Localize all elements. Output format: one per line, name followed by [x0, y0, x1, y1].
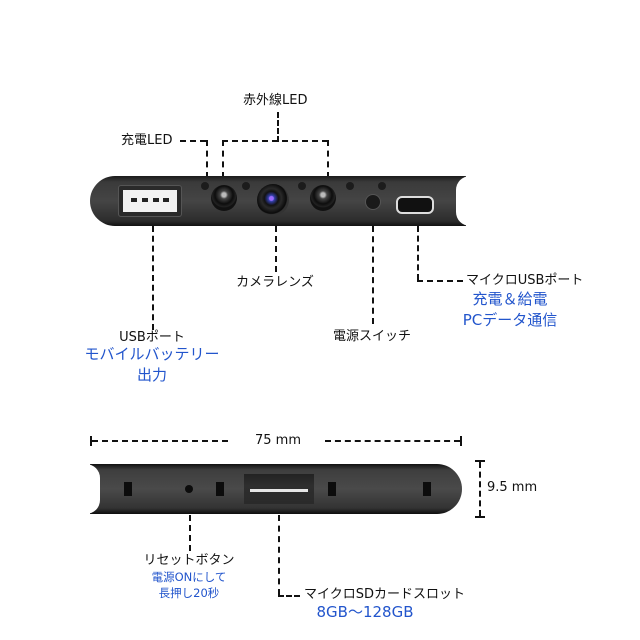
charge-led: [201, 182, 209, 190]
reset-desc-1: 電源ONにして: [151, 570, 227, 584]
usb-port-desc-1: モバイルバッテリー: [84, 345, 220, 363]
usb-a-port: [118, 185, 182, 217]
camera-lens-leader: [275, 226, 277, 272]
reset-button-hole: [185, 485, 193, 493]
infrared-led-leader-left: [222, 140, 224, 178]
height-dim-line: [479, 462, 481, 516]
width-dim-line-left: [92, 440, 228, 442]
sd-capacity: 8GB～128GB: [316, 603, 414, 621]
sd-leader-h: [278, 595, 300, 597]
charge-led-leader-v: [206, 140, 208, 178]
micro-usb-port: [396, 196, 434, 214]
power-switch-label: 電源スイッチ: [332, 329, 411, 344]
width-dim-line-right: [325, 440, 460, 442]
micro-usb-desc-2: PCデータ通信: [462, 311, 558, 329]
infrared-led-leader-right: [327, 140, 329, 178]
infrared-led-label: 赤外線LED: [243, 93, 308, 108]
infrared-led-leader-h: [222, 140, 328, 142]
vent-slot: [216, 482, 224, 496]
charge-led-label: 充電LED: [121, 133, 173, 148]
reset-desc-2: 長押し20秒: [158, 586, 220, 600]
camera-lens-label: カメラレンズ: [236, 275, 314, 290]
width-dimension-label: 75 mm: [254, 433, 301, 448]
indicator-dot: [346, 182, 354, 190]
width-dim-tick-left: [90, 436, 92, 446]
sd-leader-v: [278, 515, 280, 595]
micro-sd-slot: [244, 474, 314, 504]
height-dimension-label: 9.5 mm: [487, 480, 538, 495]
vent-slot: [124, 482, 132, 496]
vent-slot: [423, 482, 431, 496]
reset-leader: [189, 515, 191, 551]
indicator-dot: [378, 182, 386, 190]
charge-led-leader-h: [180, 140, 206, 142]
micro-usb-leader-v: [417, 226, 419, 280]
infrared-led-left: [211, 185, 237, 211]
usb-port-leader: [152, 226, 154, 330]
power-switch-leader: [372, 226, 374, 324]
infrared-led-leader: [277, 112, 279, 142]
width-dim-tick-right: [460, 436, 462, 446]
indicator-dot: [242, 182, 250, 190]
micro-usb-label: マイクロUSBポート: [466, 273, 584, 288]
power-switch: [365, 194, 381, 210]
device-bottom-notch: [80, 464, 100, 514]
height-dim-tick-top: [475, 460, 485, 462]
sd-slot-label: マイクロSDカードスロット: [304, 587, 466, 602]
height-dim-tick-bottom: [475, 516, 485, 518]
indicator-dot: [298, 182, 306, 190]
vent-slot: [328, 482, 336, 496]
reset-button-label: リセットボタン: [143, 553, 235, 568]
camera-lens: [257, 184, 289, 216]
usb-port-desc-2: 出力: [136, 366, 167, 384]
device-top-notch: [456, 176, 476, 226]
usb-port-label: USBポート: [119, 330, 185, 345]
micro-usb-leader-h: [417, 280, 463, 282]
infrared-led-right: [310, 185, 336, 211]
micro-usb-desc-1: 充電＆給電: [472, 290, 548, 308]
